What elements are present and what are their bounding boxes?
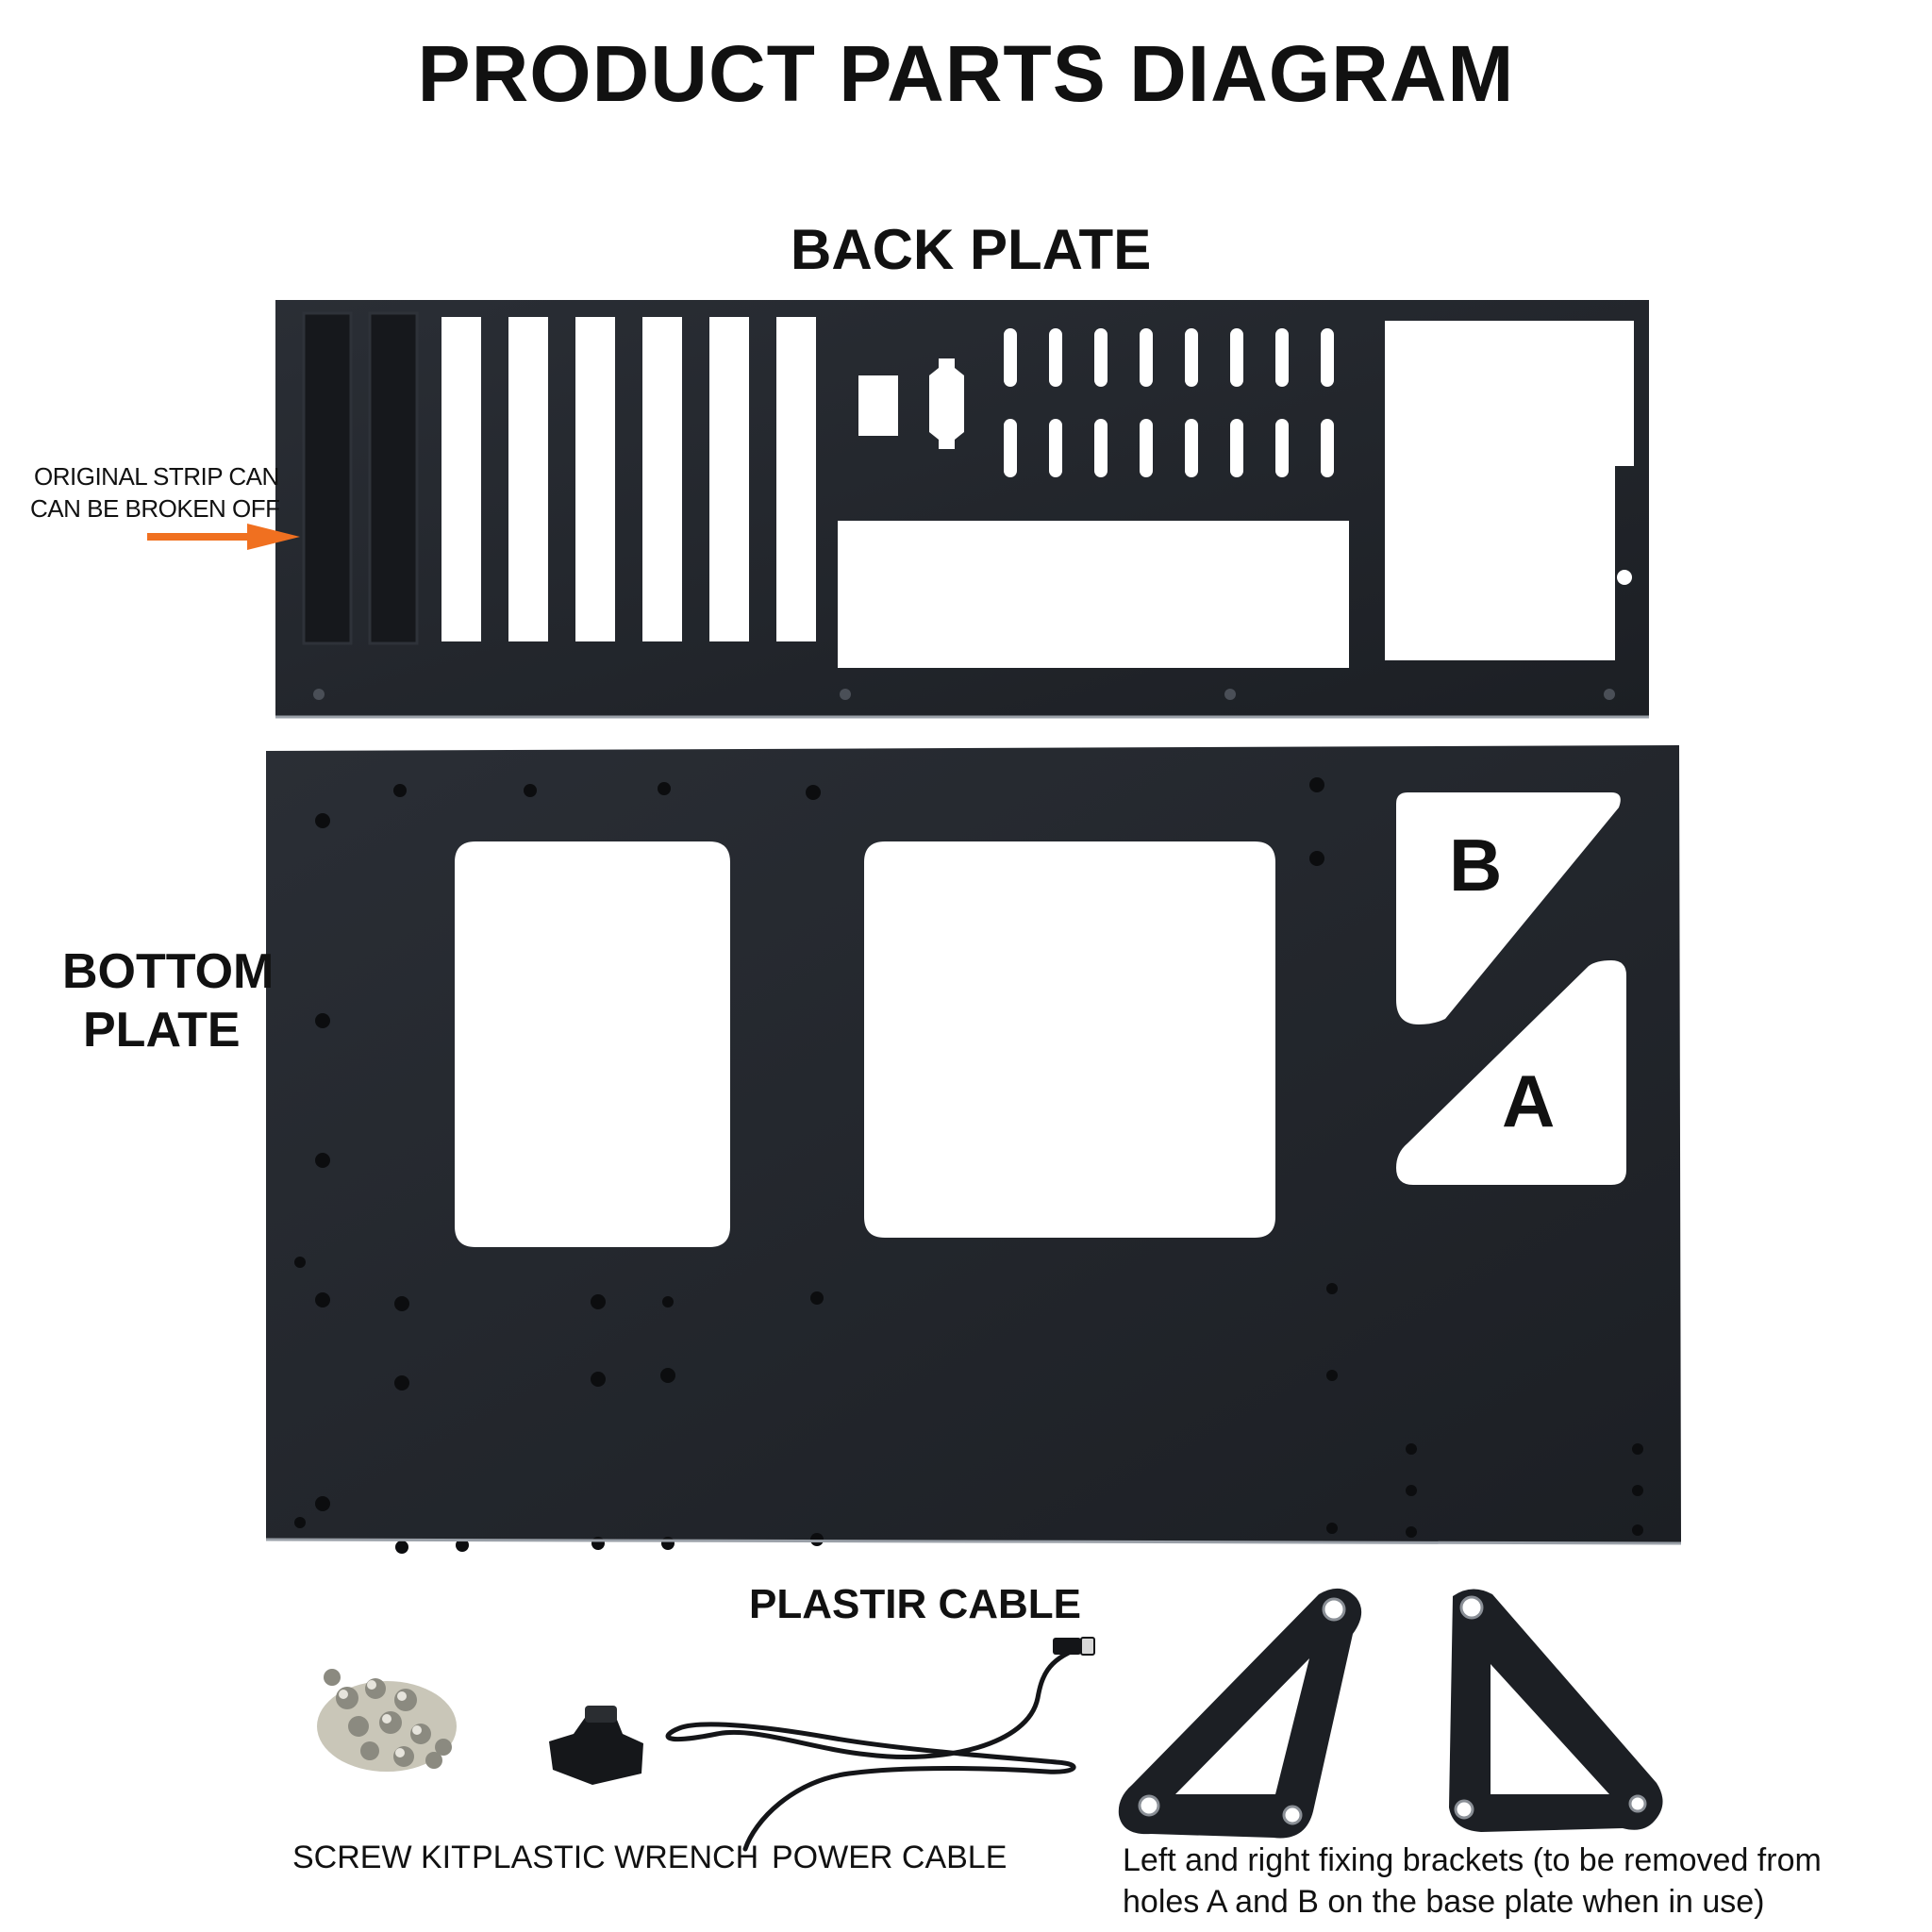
vent-slots	[1004, 328, 1334, 477]
strip-note-line-2: CAN BE BROKEN OFF	[30, 494, 280, 523]
left-bracket-image	[1118, 1588, 1362, 1839]
page-title: PRODUCT PARTS DIAGRAM	[417, 29, 1515, 118]
bottom-plate-label-line-1: BOTTOM	[62, 944, 275, 999]
power-cable-label: POWER CABLE	[772, 1840, 1008, 1875]
strip-note-line-1: ORIGINAL STRIP CAN	[34, 462, 279, 491]
cable-heading: PLASTIR CABLE	[749, 1581, 1081, 1627]
back-plate	[275, 300, 1649, 719]
brackets-note: Left and right fixing brackets (to be re…	[1123, 1842, 1822, 1920]
breakable-strip-2	[368, 311, 419, 645]
back-plate-holes	[313, 570, 1632, 700]
port-cutout	[929, 358, 964, 449]
hole-b-label: B	[1449, 824, 1503, 907]
screw-kit-label: SCREW KIT	[292, 1840, 471, 1875]
plastic-wrench-image	[549, 1706, 643, 1785]
breakable-strip-1	[302, 311, 353, 645]
back-plate-label: BACK PLATE	[791, 218, 1152, 281]
hole-a-label: A	[1502, 1059, 1556, 1142]
pointer-arrow-icon	[147, 524, 300, 550]
bottom-plate	[265, 745, 1682, 1554]
plastic-wrench-label: PLASTIC WRENCH	[472, 1840, 759, 1875]
right-bracket-image	[1449, 1589, 1663, 1832]
bottom-plate-holes	[294, 777, 1643, 1554]
power-cable-image	[665, 1637, 1095, 1852]
screw-kit-image	[317, 1669, 457, 1772]
bottom-plate-label-line-2: PLATE	[83, 1003, 241, 1058]
